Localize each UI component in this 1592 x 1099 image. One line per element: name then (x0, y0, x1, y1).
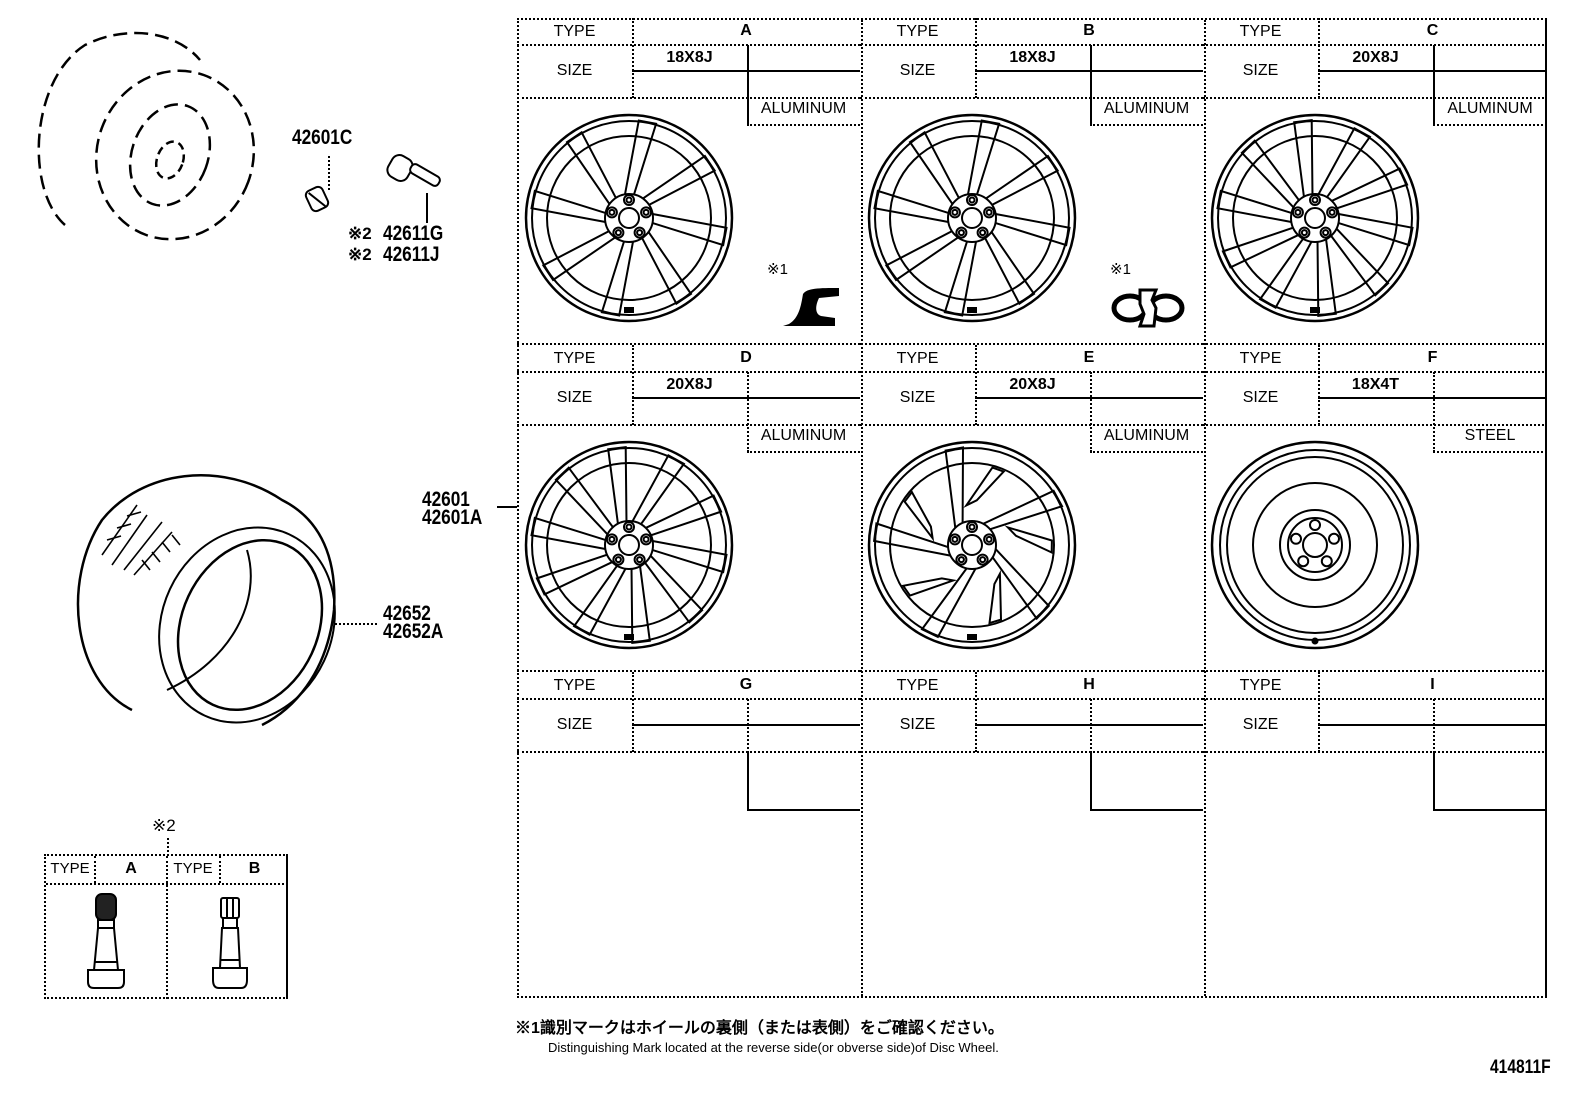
distinguishing-mark-note: ※1 (767, 261, 788, 278)
wheel-type-cell-a: TYPE A SIZE 18X8J ALUMINUM (517, 18, 860, 345)
leader-line (335, 623, 377, 625)
type-value: G (739, 676, 753, 693)
wheel-type-cell-d: TYPE D SIZE 20X8J ALUMINUM (517, 345, 860, 672)
interlocked-rings-mark-icon (1111, 288, 1185, 328)
note-mark: ※2 (348, 245, 372, 264)
size-value: 18X8J (1009, 49, 1056, 66)
valve-table-mark: ※2 (152, 816, 176, 835)
size-label: SIZE (899, 716, 936, 733)
callout-valve-1: ※2 (348, 224, 372, 244)
size-label: SIZE (1242, 716, 1279, 733)
type-label: TYPE (1239, 677, 1282, 694)
material-value: STEEL (1464, 427, 1516, 444)
footnote-english: Distinguishing Mark located at the rever… (548, 1040, 999, 1055)
type-label: TYPE (896, 677, 939, 694)
size-label: SIZE (556, 389, 593, 406)
material-value: ALUMINUM (760, 100, 847, 117)
alloy-wheel-icon (1210, 113, 1420, 323)
hub-nut-icon (304, 185, 330, 213)
type-label: TYPE (553, 350, 596, 367)
type-value: F (1427, 349, 1438, 366)
valve-type-label-a: TYPE (50, 860, 90, 877)
valve-type-value-a: A (125, 860, 137, 877)
material-value: ALUMINUM (1103, 427, 1190, 444)
wheel-type-cell-c: TYPE C SIZE 20X8J ALUMINUM (1203, 18, 1547, 345)
alloy-wheel-icon (524, 440, 734, 650)
type-value: D (740, 349, 752, 366)
type-value: H (1083, 676, 1095, 693)
tire-illustration (76, 474, 336, 727)
type-label: TYPE (896, 23, 939, 40)
callout-valve-part-number-2: 42611J (383, 243, 440, 266)
footnote-mark: ※1 (515, 1020, 540, 1037)
note-mark: ※2 (348, 224, 372, 243)
valve-type-value-b: B (248, 860, 261, 877)
size-label: SIZE (556, 62, 593, 79)
material-value: ALUMINUM (1103, 100, 1190, 117)
valve-type-b-icon (212, 897, 248, 989)
offset-block-mark-icon (783, 288, 839, 326)
callout-tire-part-number-2: 42652A (383, 620, 444, 643)
size-label: SIZE (899, 389, 936, 406)
size-value: 20X8J (1352, 49, 1399, 66)
type-value: E (1083, 349, 1095, 366)
footnote-japanese-text: 識別マークはホイールの裏側（または表側）をご確認ください。 (539, 1020, 1004, 1037)
size-value: 18X4T (1351, 376, 1400, 393)
callout-valve-part-number-1: 42611G (383, 222, 444, 245)
footnote-japanese: ※1識別マークはホイールの裏側（または表側）をご確認ください。 (515, 1014, 1004, 1038)
type-label: TYPE (553, 677, 596, 694)
wheel-type-cell-b: TYPE B SIZE 18X8J ALUMINUM (860, 18, 1203, 345)
type-label: TYPE (1239, 350, 1282, 367)
wheel-assembly-dashed-illustration (37, 31, 256, 241)
steel-wheel-icon (1210, 440, 1420, 650)
wheel-type-cell-e: TYPE E SIZE 20X8J ALUMINUM (860, 345, 1203, 672)
alloy-wheel-icon (867, 440, 1077, 650)
size-label: SIZE (1242, 389, 1279, 406)
valve-type-table: TYPE A TYPE B (44, 854, 288, 999)
leader-line (497, 506, 517, 508)
type-value: B (1083, 22, 1095, 39)
size-value: 20X8J (666, 376, 713, 393)
wheel-type-cell-g: TYPE G SIZE (517, 672, 860, 999)
size-value: 20X8J (1009, 376, 1056, 393)
callout-wheel-part-number-1: 42601 (422, 488, 470, 511)
type-value: I (1430, 676, 1435, 693)
drawing-number: 414811F (1490, 1057, 1551, 1078)
callout-valve-2: ※2 (348, 245, 372, 265)
size-label: SIZE (899, 62, 936, 79)
size-label: SIZE (556, 716, 593, 733)
callout-hub-nut-part-number: 42601C (292, 126, 353, 149)
wheel-type-cell-i: TYPE I SIZE (1203, 672, 1547, 999)
callout-wheel-part-number-2: 42601A (422, 506, 483, 529)
wheel-type-cell-f: TYPE F SIZE 18X4T STEEL (1203, 345, 1547, 672)
type-label: TYPE (1239, 23, 1282, 40)
valve-type-a-icon (87, 893, 125, 989)
wheel-type-table (517, 18, 1547, 998)
valve-type-label-b: TYPE (173, 860, 213, 877)
alloy-wheel-icon (867, 113, 1077, 323)
leader-line (426, 193, 428, 223)
leader-line (328, 156, 330, 190)
material-value: ALUMINUM (1447, 100, 1533, 117)
type-label: TYPE (553, 23, 596, 40)
callout-tire-part-number-1: 42652 (383, 602, 431, 625)
type-label: TYPE (896, 350, 939, 367)
size-value: 18X8J (666, 49, 713, 66)
valve-stem-icon (386, 154, 441, 187)
distinguishing-mark-note: ※1 (1110, 261, 1131, 278)
wheel-type-cell-h: TYPE H SIZE (860, 672, 1203, 999)
leader-line (167, 838, 169, 856)
size-label: SIZE (1242, 62, 1279, 79)
type-value: A (740, 22, 752, 39)
type-value: C (1426, 22, 1439, 39)
alloy-wheel-icon (524, 113, 734, 323)
material-value: ALUMINUM (760, 427, 847, 444)
